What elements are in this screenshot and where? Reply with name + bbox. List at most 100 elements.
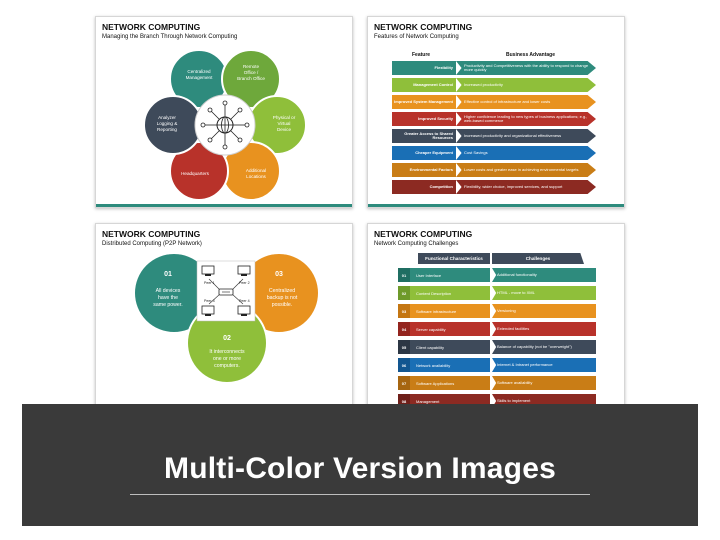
feature-row: Greater Access to Shared Resources Incre… — [392, 129, 596, 143]
network-globe-icon — [194, 94, 256, 156]
computer-icon — [201, 265, 215, 276]
petal-line: Additional — [246, 168, 266, 173]
petal-line: Remote — [243, 64, 260, 69]
challenge-row: 01 User Interface Additional functionali… — [398, 268, 596, 282]
challenge-row: 06 Network availability Internet & Intra… — [398, 358, 596, 372]
petal-line: Management — [186, 75, 214, 80]
computer-icon — [237, 305, 251, 316]
caption-banner: Multi-Color Version Images — [22, 404, 698, 526]
peer-label: Peer 2 — [239, 281, 250, 285]
slide-accent-bar — [368, 204, 624, 207]
feature-advantage: Lower costs and greater ease in achievin… — [456, 163, 596, 177]
row-number: 02 — [398, 286, 410, 300]
row-challenge: Balance of capability (not be "overweigh… — [492, 340, 596, 354]
petal-analyzer-logging: Analyzer Logging & Reporting — [143, 95, 203, 155]
row-number: 06 — [398, 358, 410, 372]
row-challenge: Software availability — [492, 376, 596, 390]
feature-advantage: Increased productivity — [456, 78, 596, 92]
feature-label: Improved Security — [392, 112, 456, 126]
circle-line: have the — [158, 295, 178, 301]
row-challenge: Internet & Intranet performance — [492, 358, 596, 372]
circle-line: backup is not — [267, 295, 298, 301]
row-functional: Server capability — [410, 322, 490, 336]
feature-label: Cheaper Equipment — [392, 146, 456, 160]
switch-icon — [218, 288, 234, 296]
petal-line: Physical or — [273, 115, 296, 120]
challenge-row: 02 Content Description HTML - move to XM… — [398, 286, 596, 300]
column-header-advantage: Business Advantage — [506, 52, 555, 58]
circle-number: 01 — [164, 271, 172, 278]
feature-advantage: Higher confidence leading to new types o… — [456, 112, 596, 126]
petal-diagram: Centralized Management Remote Office / B… — [143, 49, 307, 201]
feature-label: Environmental Factors — [392, 163, 456, 177]
peer-label: Peer 3 — [204, 299, 215, 303]
challenge-row: 04 Server capability Extended facilities — [398, 322, 596, 336]
circle-line: one or more — [213, 356, 241, 362]
petal-remote-office: Remote Office / Branch Office — [221, 49, 281, 109]
row-number: 05 — [398, 340, 410, 354]
petal-line: Centralized — [187, 69, 211, 74]
feature-label: Greater Access to Shared Resources — [392, 129, 456, 143]
row-functional: Client capability — [410, 340, 490, 354]
feature-advantage: Productivity and Competitiveness with th… — [456, 61, 596, 75]
feature-row: Environmental Factors Lower costs and gr… — [392, 163, 596, 177]
slide-title: NETWORK COMPUTING — [102, 22, 201, 32]
circle-number: 02 — [223, 335, 231, 342]
row-number: 07 — [398, 376, 410, 390]
feature-row: Competition Flexibility, wider choice, i… — [392, 180, 596, 194]
feature-label: Improved System Management — [392, 95, 456, 109]
row-challenge: Extended facilities — [492, 322, 596, 336]
petal-line: Branch Office — [237, 76, 265, 81]
banner-title: Multi-Color Version Images — [164, 452, 556, 485]
slide-subtitle: Features of Network Computing — [374, 34, 459, 40]
feature-advantage: Effective control of infrastructure and … — [456, 95, 596, 109]
row-number: 03 — [398, 304, 410, 318]
feature-row: Flexibility Productivity and Competitive… — [392, 61, 596, 75]
feature-row: Improved System Management Effective con… — [392, 95, 596, 109]
row-functional: Software infrastructure — [410, 304, 490, 318]
column-header-challenges: Challenges — [492, 253, 584, 264]
petal-line: Logging & — [157, 121, 178, 126]
challenge-row: 07 Software Applications Software availa… — [398, 376, 596, 390]
venn-diagram: 01 All devices have the same power. 03 C… — [133, 252, 346, 409]
petal-centralized-management: Centralized Management — [169, 49, 229, 109]
petal-line: Office / — [244, 70, 259, 75]
computer-icon — [237, 265, 251, 276]
row-challenge: Versioning — [492, 304, 596, 318]
computer-icon — [201, 305, 215, 316]
slide-thumbnail-challenges[interactable]: NETWORK COMPUTING Network Computing Chal… — [367, 223, 625, 415]
row-challenge: Additional functionality — [492, 268, 596, 282]
slide-title: NETWORK COMPUTING — [374, 22, 473, 32]
row-number: 01 — [398, 268, 410, 282]
slide-thumbnail-branch[interactable]: NETWORK COMPUTING Managing the Branch Th… — [95, 16, 353, 208]
column-header-feature: Feature — [412, 52, 431, 58]
row-number: 04 — [398, 322, 410, 336]
feature-advantage: Flexibility, wider choice, improved serv… — [456, 180, 596, 194]
column-header-functional: Functional Characteristics — [418, 253, 490, 264]
petal-line: Virtual — [278, 121, 291, 126]
feature-advantage: Increased productivity and organizationa… — [456, 129, 596, 143]
feature-advantage: Cost Savings — [456, 146, 596, 160]
petal-line: Locations — [246, 174, 266, 179]
slide-title: NETWORK COMPUTING — [374, 229, 473, 239]
peer-label: Peer 1 — [204, 281, 215, 285]
slide-title: NETWORK COMPUTING — [102, 229, 201, 239]
challenge-row: 03 Software infrastructure Versioning — [398, 304, 596, 318]
slide-thumbnail-features[interactable]: NETWORK COMPUTING Features of Network Co… — [367, 16, 625, 208]
circle-line: It interconnects — [209, 349, 245, 355]
row-functional: Network availability — [410, 358, 490, 372]
petal-line: Analyzer — [158, 115, 176, 120]
row-functional: Software Applications — [410, 376, 490, 390]
feature-row: Cheaper Equipment Cost Savings — [392, 146, 596, 160]
slide-thumbnail-p2p[interactable]: NETWORK COMPUTING Distributed Computing … — [95, 223, 353, 415]
petal-line: Device — [277, 127, 291, 132]
feature-row: Improved Security Higher confidence lead… — [392, 112, 596, 126]
challenge-row: 05 Client capability Balance of capabili… — [398, 340, 596, 354]
feature-label: Competition — [392, 180, 456, 194]
circle-number: 03 — [275, 271, 283, 278]
circle-line: computers. — [214, 363, 240, 369]
row-functional: Content Description — [410, 286, 490, 300]
row-challenge: HTML - move to XML — [492, 286, 596, 300]
feature-row: Management Control Increased productivit… — [392, 78, 596, 92]
petal-headquarters: Headquarters — [169, 141, 229, 201]
